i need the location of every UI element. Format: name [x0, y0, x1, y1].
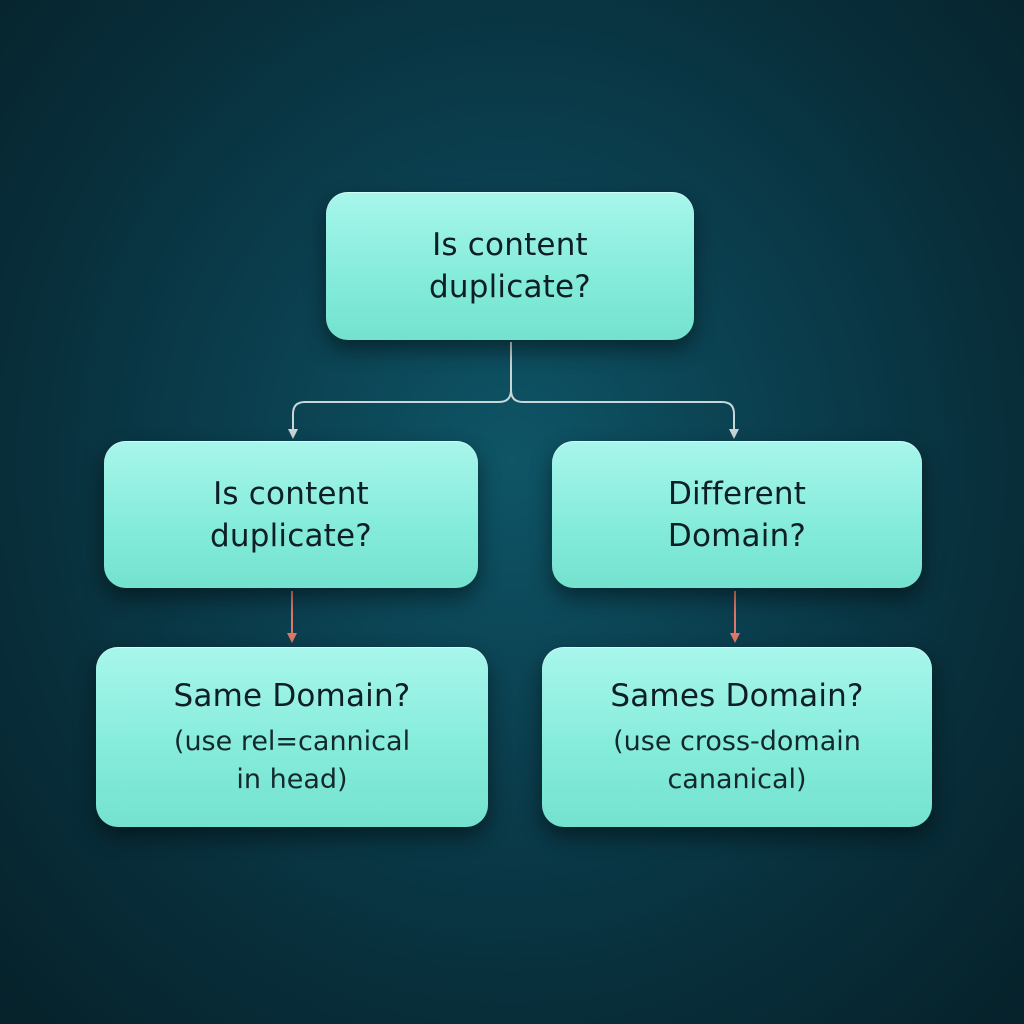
right-decision-node: Different Domain?: [552, 441, 922, 588]
bottom-right-node-title: Sames Domain?: [610, 678, 864, 714]
bottom-left-node-note: (use rel=cannical in head): [173, 726, 411, 795]
split-connector: [288, 342, 739, 439]
bottom-right-outcome-node: Sames Domain? (use cross-domain cananica…: [542, 647, 932, 827]
connector-root-to-left: [288, 342, 512, 439]
right-node-label: Different Domain?: [667, 475, 807, 554]
left-decision-node: Is content duplicate?: [104, 441, 478, 588]
bottom-right-node-note: (use cross-domain cananical): [613, 726, 861, 795]
root-node-label: Is content duplicate?: [429, 227, 591, 305]
bottom-left-outcome-node: Same Domain? (use rel=cannical in head): [96, 647, 488, 827]
root-decision-node: Is content duplicate?: [326, 192, 694, 340]
left-node-label: Is content duplicate?: [210, 475, 372, 554]
connector-root-to-right: [510, 389, 739, 439]
bottom-left-node-title: Same Domain?: [173, 678, 411, 714]
down-connectors: [287, 591, 740, 643]
